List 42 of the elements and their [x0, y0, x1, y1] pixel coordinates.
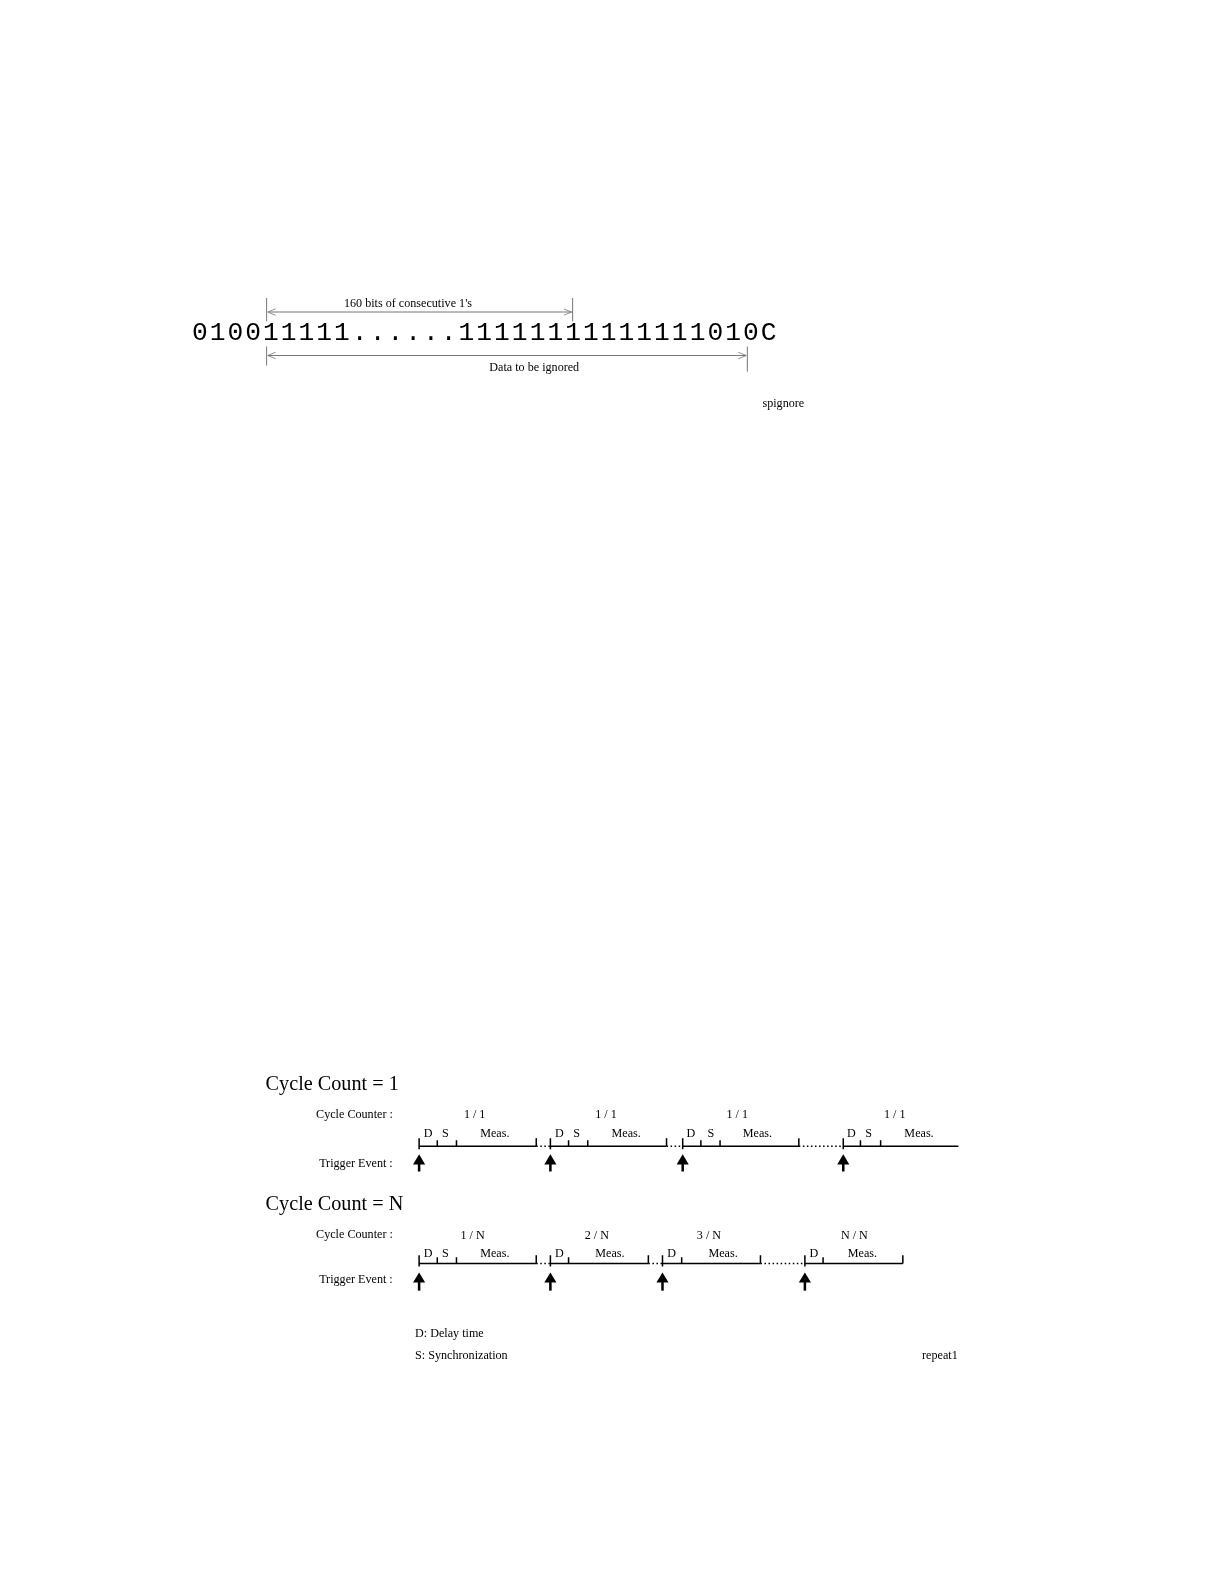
- cycle-count-label: 1 / N: [460, 1228, 485, 1242]
- segment-label: D: [555, 1126, 564, 1140]
- legend-note: S: Synchronization: [415, 1348, 508, 1362]
- segment-label: S: [573, 1126, 581, 1140]
- segment-label: Meas.: [480, 1126, 510, 1140]
- segment-label: S: [442, 1246, 449, 1260]
- segment-label: S: [442, 1126, 449, 1140]
- segment-label: D: [423, 1126, 433, 1140]
- cycle-count-label: 2 / N: [584, 1228, 609, 1242]
- cycle-count-label: 1 / 1: [463, 1108, 486, 1122]
- dimension-label: 160 bits of consecutive 1's: [343, 297, 473, 311]
- segment-label: Meas.: [595, 1246, 625, 1260]
- segment-label: Meas.: [480, 1246, 510, 1260]
- segment-label: Meas.: [708, 1246, 738, 1260]
- figure-tag: repeat1: [922, 1348, 958, 1362]
- segment-label: D: [555, 1246, 564, 1260]
- segment-label: D: [809, 1246, 819, 1260]
- segment-label: D: [686, 1126, 696, 1140]
- dimension-label: Data to be ignored: [489, 360, 580, 375]
- figure-tag: spignore: [762, 397, 805, 411]
- segment-label: Meas.: [611, 1126, 641, 1140]
- segment-label: Meas.: [847, 1246, 878, 1260]
- legend-note: D: Delay time: [415, 1326, 484, 1340]
- cycle-count-label: 1 / 1: [884, 1108, 906, 1122]
- bit-string: 010011111......11111111111111010C: [191, 318, 779, 348]
- segment-label: S: [707, 1126, 715, 1140]
- segment-label: D: [846, 1126, 856, 1140]
- cycle-count-label: 1 / 1: [726, 1108, 748, 1122]
- cycle-count-label: 3 / N: [696, 1228, 722, 1242]
- row-label: Cycle Counter :: [316, 1108, 393, 1122]
- section-heading: Cycle Count = 1: [265, 1071, 399, 1094]
- segment-label: S: [865, 1126, 872, 1140]
- row-label: Trigger Event :: [319, 1156, 393, 1171]
- row-label: Trigger Event :: [319, 1272, 393, 1287]
- segment-label: Meas.: [742, 1126, 773, 1140]
- section-heading: Cycle Count = N: [265, 1191, 404, 1214]
- segment-label: Meas.: [904, 1126, 934, 1140]
- cycle-count-label: N / N: [840, 1228, 868, 1242]
- segment-label: D: [423, 1246, 433, 1260]
- segment-label: D: [667, 1246, 676, 1260]
- row-label: Cycle Counter :: [316, 1227, 393, 1241]
- cycle-count-label: 1 / 1: [595, 1108, 617, 1122]
